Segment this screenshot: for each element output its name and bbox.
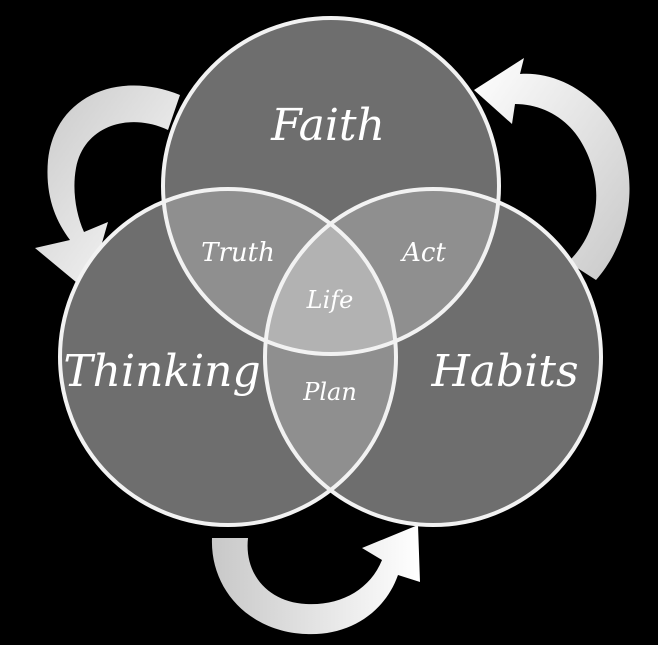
label-truth: Truth (201, 238, 275, 268)
circle-outlines (58, 16, 603, 527)
label-habits: Habits (430, 346, 578, 397)
overlap-center (265, 189, 396, 354)
label-thinking: Thinking (63, 346, 260, 397)
arrow-top-left-icon (35, 85, 180, 292)
label-act: Act (400, 238, 446, 268)
label-plan: Plan (302, 378, 357, 406)
label-life: Life (306, 286, 354, 314)
arrow-top-right-icon (474, 58, 630, 280)
label-faith: Faith (270, 100, 385, 151)
arrow-bottom-icon (211, 525, 420, 635)
